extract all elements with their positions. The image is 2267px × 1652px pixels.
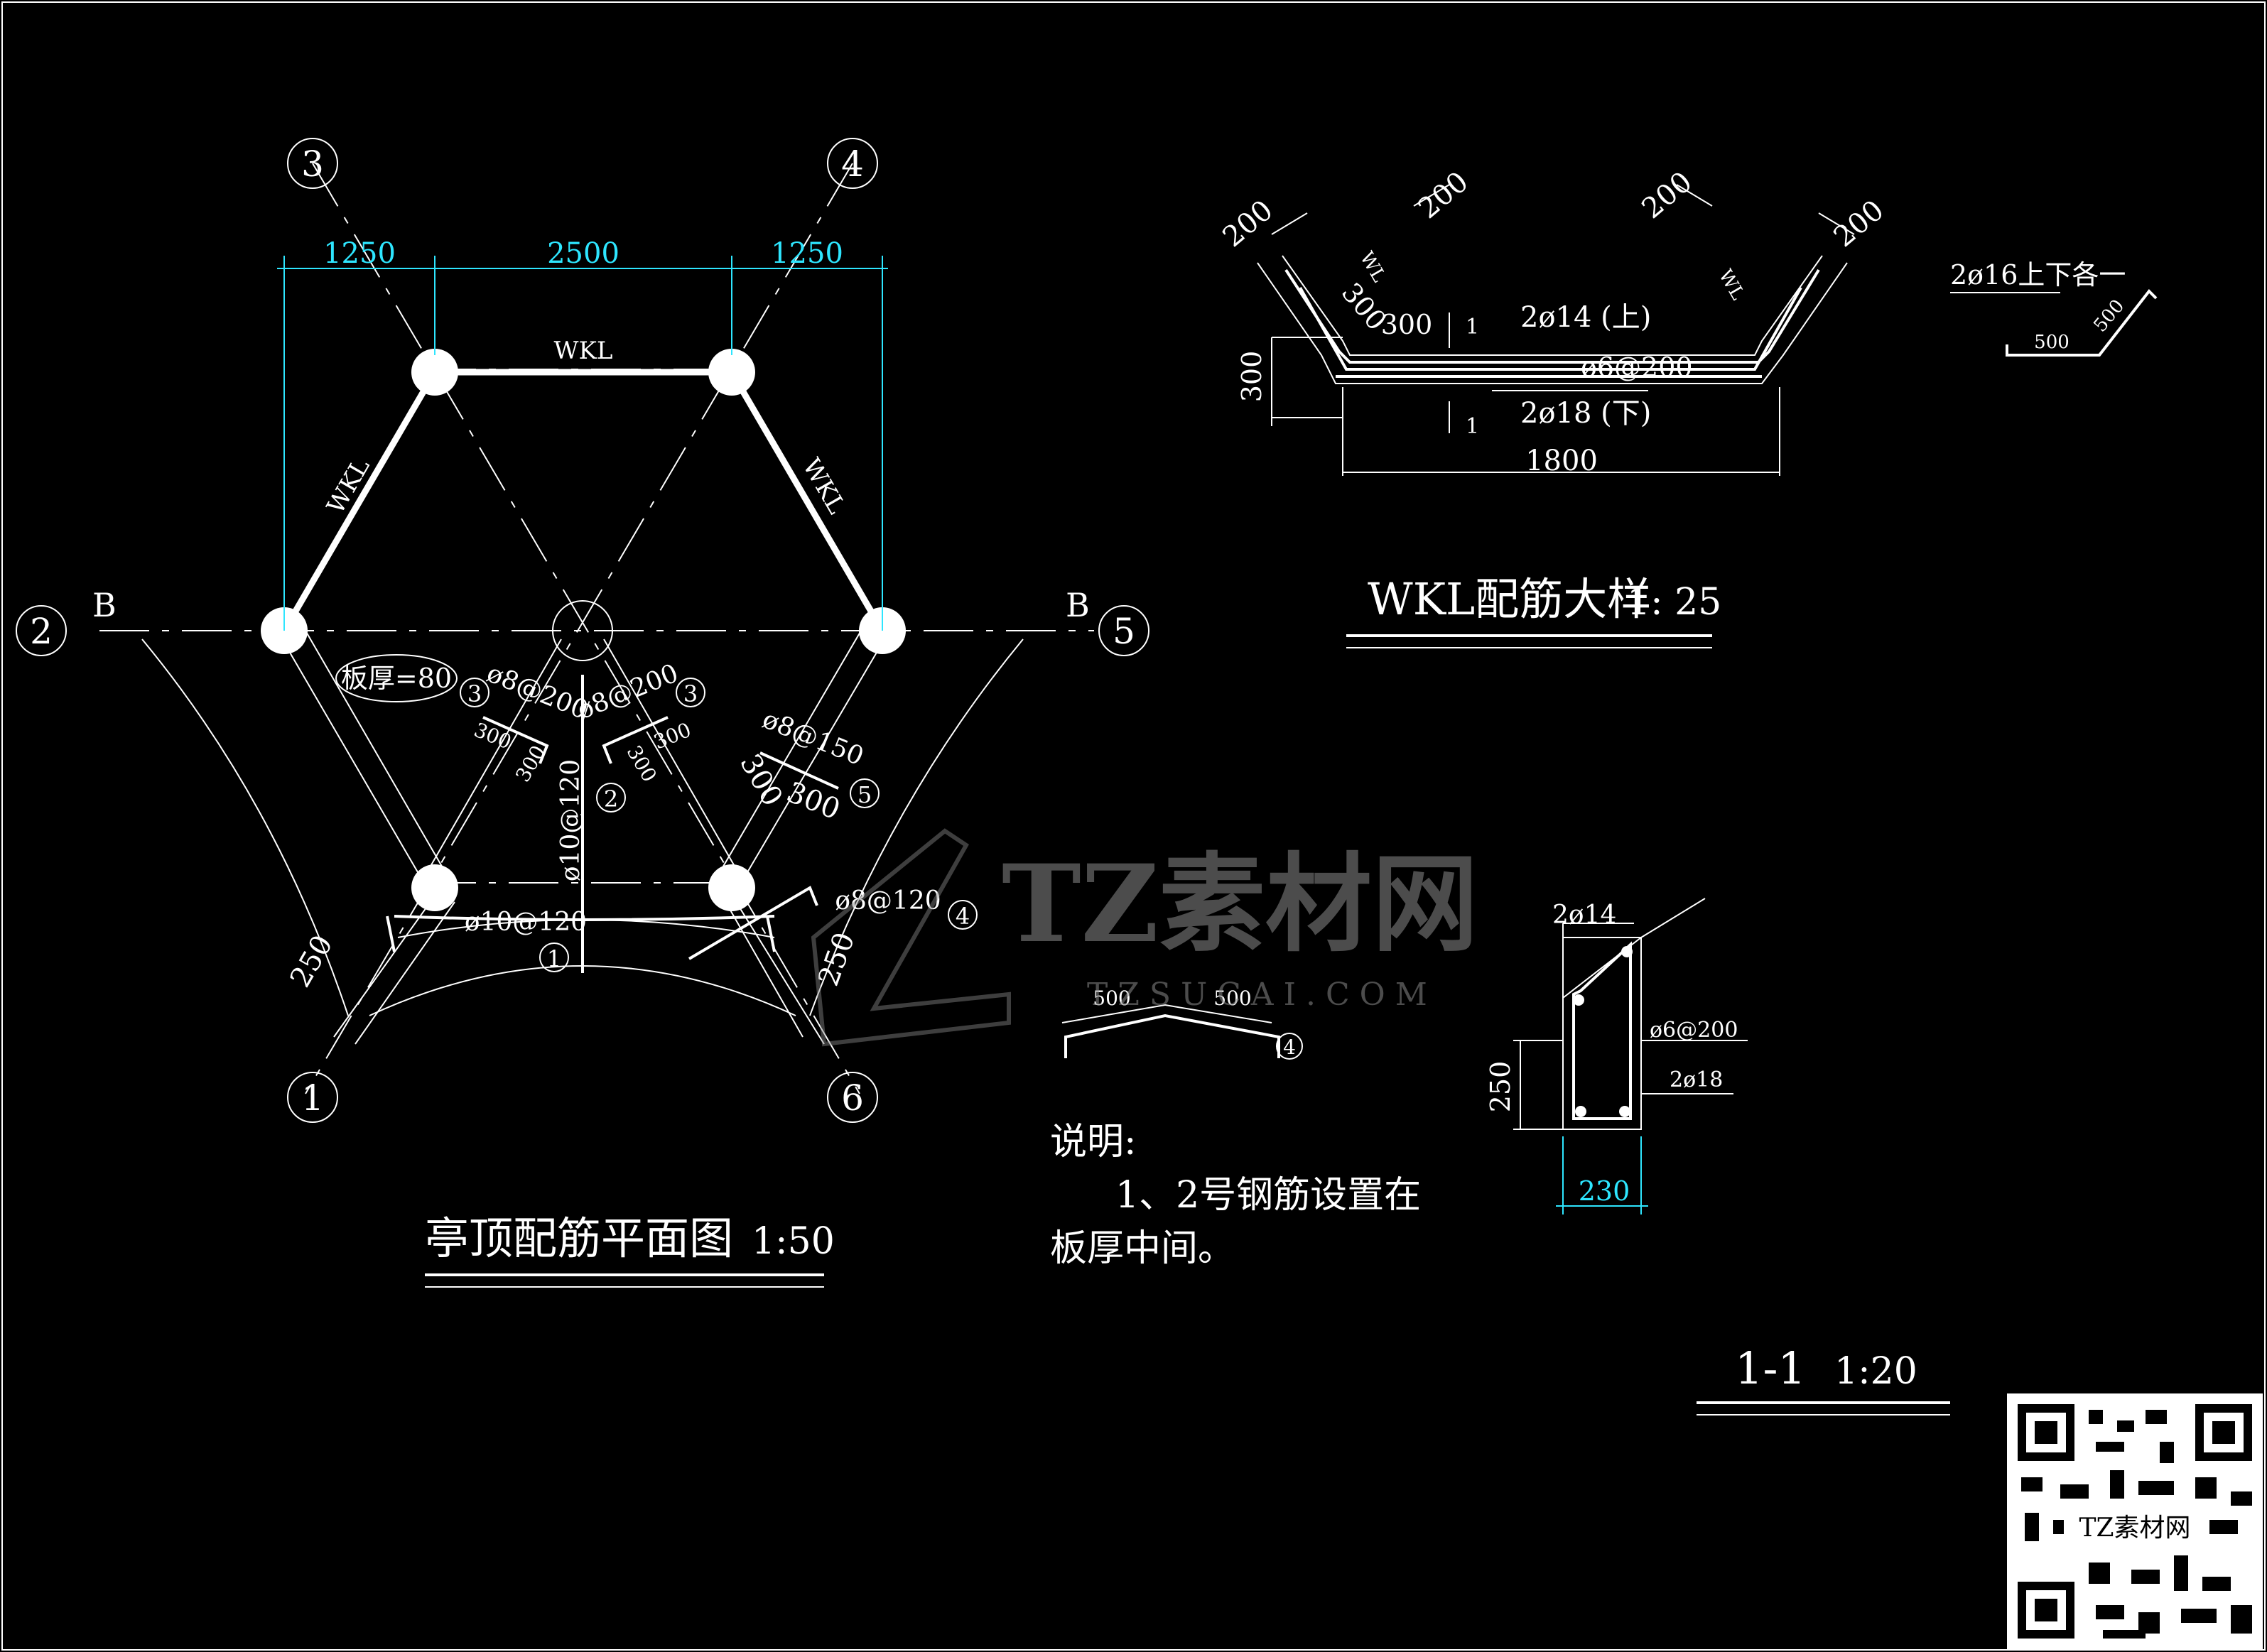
rebar-label-corner: ø8@120: [835, 886, 941, 915]
bar-mark-5: 5: [857, 781, 872, 808]
section-1-1: 2ø14 ø6@200 2ø18 250 230 1-1 1:20: [1485, 898, 1950, 1415]
notes-line-2: 板厚中间。: [1050, 1227, 1235, 1270]
section-bottom-bar: 2ø18: [1670, 1067, 1723, 1092]
center-ring: [552, 600, 613, 661]
wkl-dim-300-c: 300: [1236, 351, 1267, 403]
bar-4-detail: 500 500 4: [1061, 987, 1303, 1060]
qr-code: TZ素材网: [2007, 1393, 2263, 1649]
rebars: [386, 675, 839, 973]
notes: 说明: 1、2号钢筋设置在 板厚中间。: [1050, 1121, 1421, 1270]
watermark: TZ素材网 TZSUCAI.COM: [811, 828, 1478, 1047]
wkl-dim-300-b: 300: [1381, 309, 1433, 340]
axis-bubbles: 1 2 3 4 5 6: [16, 138, 1149, 1123]
extra-dim-500-a: 500: [2034, 332, 2069, 353]
section-scale: 1:20: [1834, 1350, 1917, 1393]
axis-label-6: 6: [841, 1077, 864, 1119]
bar-mark-3-right: 3: [683, 680, 698, 707]
dim-2500: 2500: [547, 237, 619, 270]
dim-1250-left: 1250: [323, 237, 396, 270]
axis-label-1: 1: [301, 1077, 324, 1119]
columns: [261, 349, 906, 911]
notes-heading: 说明:: [1050, 1121, 1137, 1163]
line-b-right: B: [1066, 586, 1090, 624]
bar-mark-4: 4: [956, 903, 970, 930]
wkl-beams: [281, 369, 885, 633]
section-height: 250: [1485, 1061, 1516, 1113]
section-top-bar: 2ø14: [1552, 901, 1616, 930]
wkl-detail-title: WKL配筋大样: [1368, 573, 1651, 625]
pavilion-roof-plan: 1 2 3 4 5 6 B B 1250 2500 1250 WKL WKL W…: [16, 138, 1149, 1288]
wkl-dim-1800: 1800: [1525, 445, 1598, 477]
wkl-section-mark-bottom: 1: [1466, 414, 1479, 439]
bar-mark-3-left: 3: [467, 680, 482, 707]
inner-beams: [283, 630, 883, 1045]
bar4-dim-500-right: 500: [1213, 987, 1251, 1010]
axis-label-3: 3: [301, 143, 324, 185]
slab-thickness-bubble: [335, 654, 458, 702]
wkl-bar-bottom: 2ø18 (下): [1520, 397, 1651, 430]
rebar-label-vertical: ø10@120: [556, 759, 585, 881]
dim-1250-right: 1250: [771, 237, 843, 270]
bar-mark-2: 2: [604, 786, 618, 813]
bar4-dim-500-left: 500: [1093, 987, 1130, 1010]
section-stirrup: ø6@200: [1650, 1018, 1738, 1043]
section-width: 230: [1579, 1175, 1630, 1207]
section-title: 1-1: [1735, 1342, 1806, 1394]
wkl-rebar-detail: 200 200 200 200 300 300 300 1800 WL WL 1…: [1217, 165, 2158, 648]
axis-label-4: 4: [841, 143, 864, 185]
slab-thickness-label: 板厚=80: [341, 663, 452, 694]
wkl-label-top: WKL: [554, 337, 613, 365]
qr-caption: TZ素材网: [2079, 1514, 2190, 1543]
rebar-label-arc: ø10@120: [465, 908, 587, 937]
bar4-mark: 4: [1283, 1036, 1296, 1059]
extra-bar-label: 2ø16上下各一: [1950, 259, 2126, 290]
watermark-brand: TZ素材网: [1002, 842, 1478, 967]
plan-scale: 1:50: [752, 1220, 835, 1263]
plan-title: 亭顶配筋平面图: [425, 1212, 733, 1264]
extra-bar-sketch: 2ø16上下各一 500 500: [1950, 259, 2158, 357]
wkl-bar-top: 2ø14 (上): [1520, 301, 1651, 334]
axis-label-2: 2: [30, 611, 53, 652]
axis-label-5: 5: [1113, 611, 1135, 652]
notes-line-1: 1、2号钢筋设置在: [1115, 1174, 1421, 1217]
top-dimension-line: 1250 2500 1250: [277, 237, 888, 631]
bar-mark-1: 1: [547, 945, 561, 972]
wkl-bar-stirrup: ø6@200: [1581, 352, 1693, 383]
watermark-url: TZSUCAI.COM: [1087, 977, 1437, 1013]
wkl-section-mark-top: 1: [1466, 315, 1479, 339]
line-b-left: B: [92, 586, 117, 624]
wkl-detail-scale: 1: 25: [1627, 581, 1721, 624]
